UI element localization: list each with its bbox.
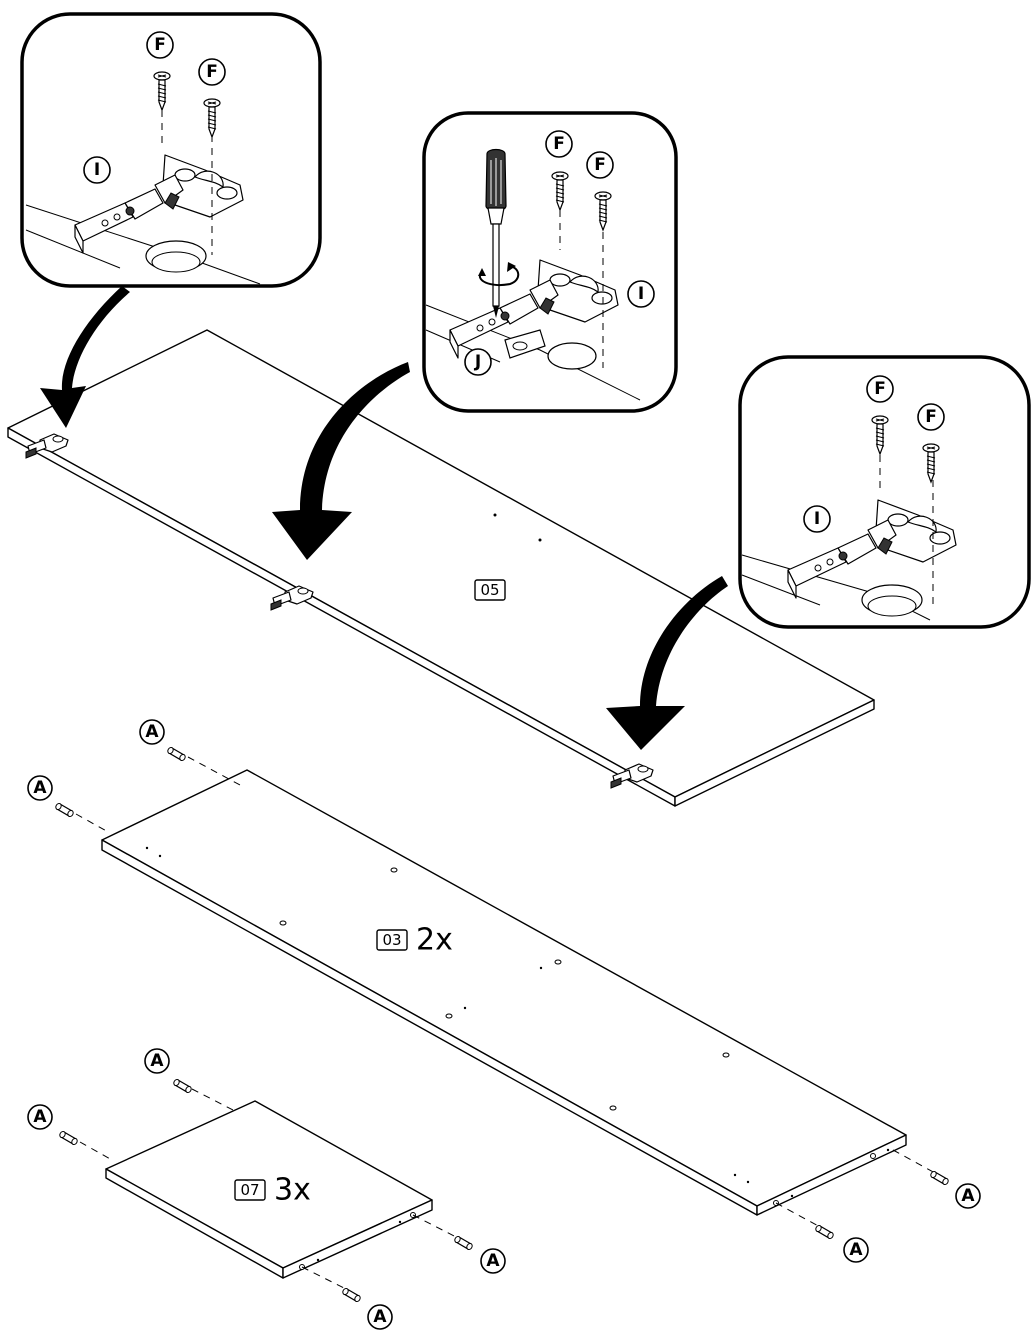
panel-code: 03	[382, 931, 401, 949]
part-label-f: F	[917, 403, 945, 431]
svg-text:F: F	[925, 407, 937, 427]
panel-07-label: 07 3x	[234, 1173, 311, 1208]
part-label-f: F	[146, 31, 174, 59]
svg-text:F: F	[206, 62, 218, 82]
svg-text:I: I	[94, 160, 100, 180]
down-arrow-icon	[40, 286, 130, 428]
panel-code: 05	[480, 581, 499, 599]
rotation-arrow-icon	[478, 262, 520, 286]
dowel-labels: A A A A A A A A	[27, 719, 981, 1330]
hinge-icon	[270, 585, 314, 611]
part-label-j: J	[464, 348, 492, 376]
part-label-a: A	[27, 1104, 53, 1130]
down-arrow-icon	[606, 576, 728, 750]
part-label-a: A	[27, 775, 53, 801]
hinge-detail-right: F F I	[738, 355, 1031, 629]
part-label-a: A	[367, 1304, 393, 1330]
svg-text:A: A	[33, 1107, 47, 1127]
svg-text:A: A	[961, 1186, 975, 1206]
svg-text:F: F	[154, 35, 166, 55]
hinge-detail-left: F F I	[20, 12, 322, 288]
dowel-icon	[54, 801, 75, 819]
part-label-f: F	[866, 375, 894, 403]
dowel-icon	[341, 1286, 362, 1304]
dowel-icon	[166, 745, 187, 763]
dowel-icon	[814, 1223, 835, 1241]
part-label-a: A	[144, 1048, 170, 1074]
hinge-detail-center: F F I J	[422, 111, 678, 413]
dowel-icon	[58, 1129, 79, 1147]
svg-text:A: A	[373, 1307, 387, 1327]
dowel-icon	[172, 1077, 193, 1095]
panel-07: 07 3x	[105, 1100, 433, 1279]
screwdriver-icon	[485, 148, 507, 318]
svg-text:F: F	[594, 155, 606, 175]
svg-text:A: A	[33, 778, 47, 798]
panel-quantity: 3x	[274, 1173, 311, 1208]
svg-text:F: F	[553, 134, 565, 154]
part-label-i: I	[627, 280, 655, 308]
panel-05-label: 05	[474, 579, 506, 601]
svg-text:A: A	[145, 722, 159, 742]
svg-text:A: A	[486, 1251, 500, 1271]
part-label-f: F	[586, 151, 614, 179]
svg-text:I: I	[638, 284, 644, 304]
panel-03: 03 2x	[101, 769, 907, 1216]
part-label-i: I	[803, 505, 831, 533]
part-label-a: A	[480, 1248, 506, 1274]
panel-quantity: 2x	[416, 923, 453, 958]
svg-text:I: I	[814, 509, 820, 529]
part-label-a: A	[955, 1183, 981, 1209]
part-label-f: F	[198, 58, 226, 86]
dowel-icon	[929, 1169, 950, 1187]
part-label-i: I	[83, 156, 111, 184]
part-label-a: A	[139, 719, 165, 745]
down-arrow-icon	[272, 362, 410, 560]
part-label-f: F	[545, 130, 573, 158]
panel-code: 07	[240, 1181, 259, 1199]
dowel-icon	[453, 1234, 474, 1252]
svg-text:A: A	[150, 1051, 164, 1071]
dowels	[54, 745, 950, 1304]
svg-text:F: F	[874, 379, 886, 399]
panel-03-label: 03 2x	[376, 923, 453, 958]
svg-text:J: J	[474, 352, 481, 372]
svg-text:A: A	[849, 1240, 863, 1260]
part-label-a: A	[843, 1237, 869, 1263]
